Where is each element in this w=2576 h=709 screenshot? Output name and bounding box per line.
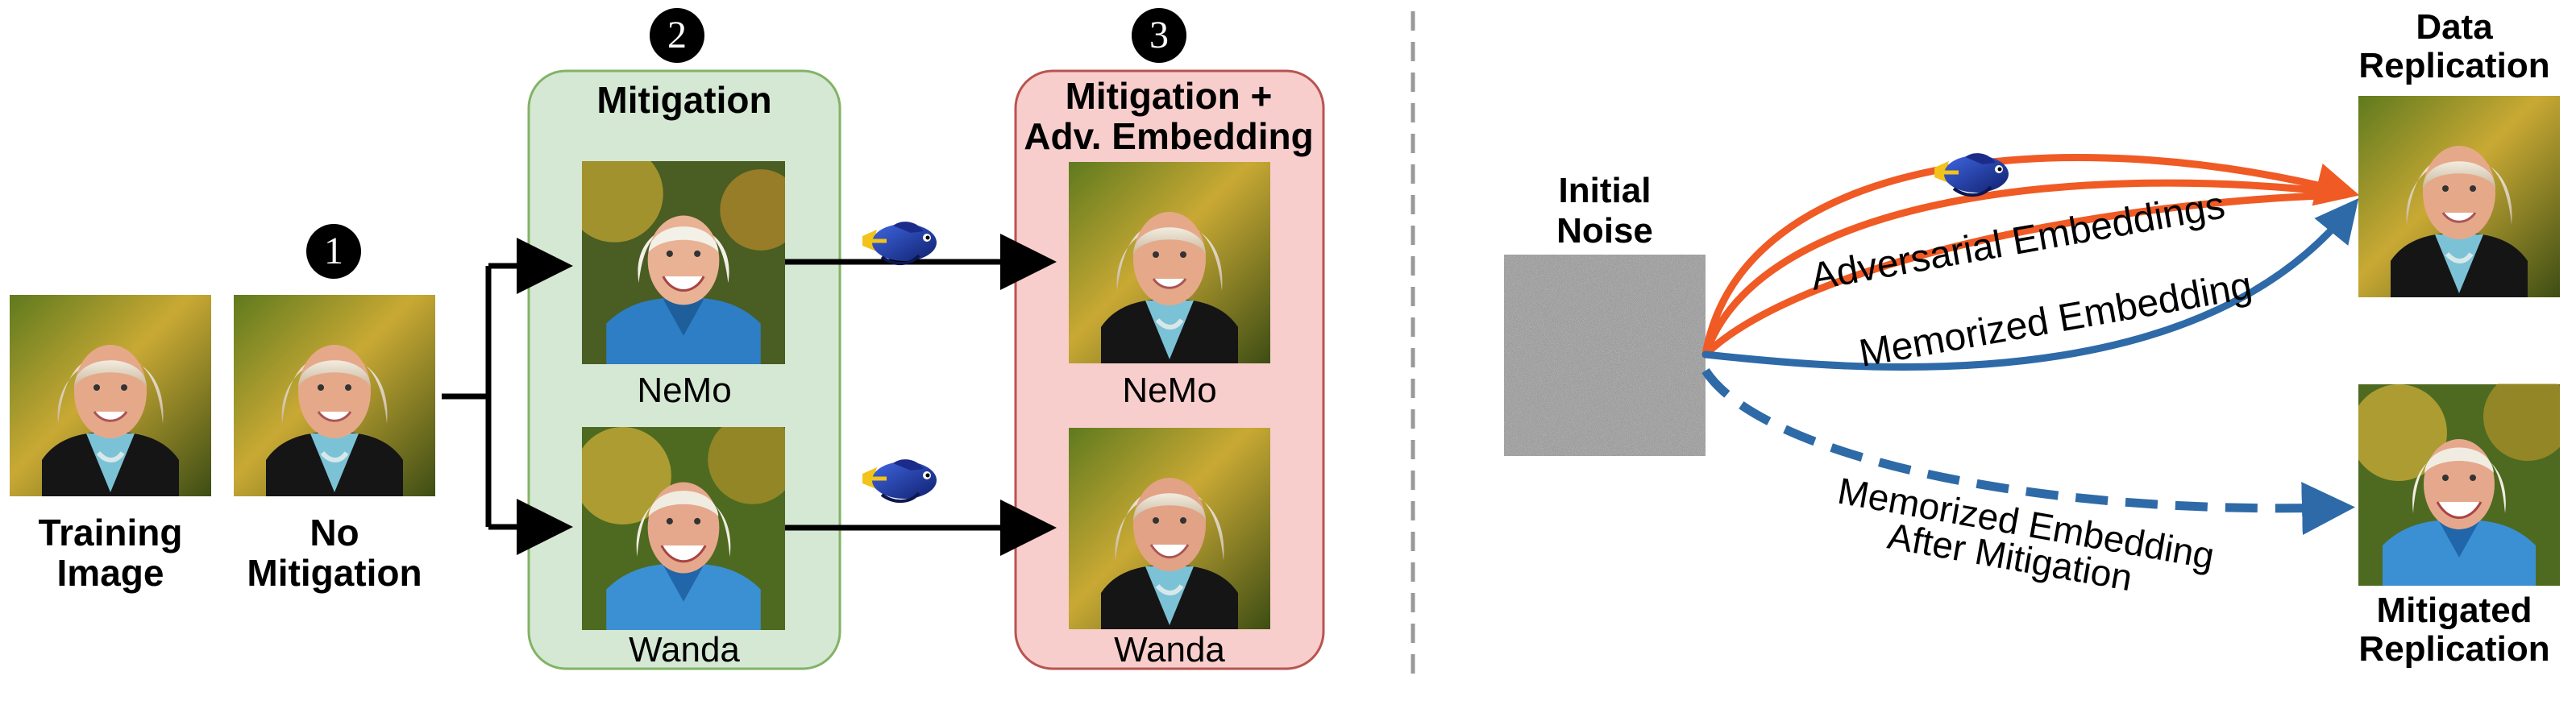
- no-mitigation-image: [234, 295, 435, 496]
- training-image: [10, 295, 211, 496]
- mitigation-title: Mitigation: [596, 79, 772, 121]
- training-label-line2: Image: [56, 552, 164, 594]
- step-1-badge: 1: [306, 224, 361, 279]
- adv-nemo-image: [1069, 161, 1270, 364]
- no-mitigation-label: No Mitigation: [234, 512, 435, 593]
- step-2-badge: 2: [650, 8, 704, 63]
- fish-icon: [862, 222, 937, 265]
- fish-icon: [862, 459, 937, 503]
- adv-nemo-label: NeMo: [1122, 371, 1217, 410]
- mitigated-replication-line1: Mitigated: [2376, 591, 2532, 630]
- adv-title-line2: Adv. Embedding: [1024, 115, 1314, 157]
- training-label-line1: Training: [38, 512, 183, 554]
- no-mitigation-line1: No: [310, 512, 359, 554]
- initial-noise-label: Initial Noise: [1504, 171, 1706, 251]
- initial-noise-line1: Initial: [1558, 171, 1652, 210]
- mitigated-replication-label: Mitigated Replication: [2337, 591, 2571, 669]
- adv-title-line1: Mitigation +: [1065, 75, 1273, 117]
- data-replication-line2: Replication: [2358, 46, 2550, 85]
- wanda-label: Wanda: [629, 630, 740, 670]
- memorized-after-mitigation-arrow: [1701, 368, 2355, 536]
- no-mitigation-line2: Mitigation: [247, 552, 422, 594]
- mitigation-nemo-image: [582, 161, 785, 364]
- memorized-arrow: [1701, 198, 2359, 371]
- adv-wanda-label: Wanda: [1114, 630, 1225, 670]
- mitigation-wanda-image: [582, 427, 785, 630]
- training-image-label: Training Image: [10, 512, 211, 593]
- data-replication-image: [2358, 95, 2560, 298]
- adv-wanda-image: [1069, 427, 1270, 630]
- fish-icon: [1934, 153, 2009, 197]
- mitigated-replication-line2: Replication: [2358, 629, 2550, 669]
- data-replication-label: Data Replication: [2337, 8, 2571, 85]
- data-replication-line1: Data: [2416, 7, 2493, 47]
- adv-panel-title: Mitigation + Adv. Embedding: [999, 76, 1338, 156]
- step-3-badge: 3: [1132, 8, 1186, 63]
- nemo-label: NeMo: [637, 371, 732, 410]
- initial-noise-line2: Noise: [1556, 211, 1653, 251]
- mitigated-replication-image: [2358, 384, 2560, 587]
- adversarial-arrows: [1701, 154, 2360, 359]
